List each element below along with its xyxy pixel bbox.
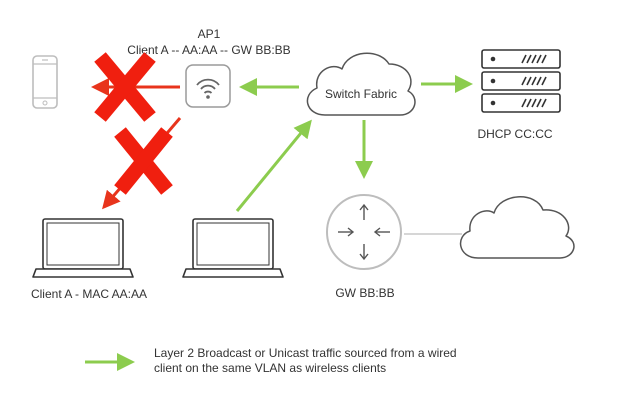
legend-line-2: client on the same VLAN as wireless clie…: [154, 361, 386, 375]
x-mark-icon: [94, 52, 156, 122]
legend-line-1: Layer 2 Broadcast or Unicast traffic sou…: [154, 346, 457, 360]
traffic-arrows: [235, 75, 473, 212]
phone-icon: [32, 55, 58, 109]
wifi-access-point-icon: [185, 64, 231, 108]
client-a-label: Client A - MAC AA:AA: [31, 287, 147, 301]
ap-client-info: Client A -- AA:AA -- GW BB:BB: [127, 43, 290, 57]
gateway-label: GW BB:BB: [335, 286, 394, 300]
dhcp-label: DHCP CC:CC: [477, 127, 552, 141]
x-mark-icon: [114, 127, 173, 195]
switch-fabric-label: Switch Fabric: [325, 87, 397, 101]
server-rack-icon: [481, 49, 561, 113]
ap-name: AP1: [198, 27, 221, 41]
switch-fabric-cloud-icon: [306, 52, 416, 116]
arrow-wired-to-fabric: [235, 119, 312, 212]
laptop-icon: [32, 218, 134, 278]
router-icon: [326, 194, 402, 270]
laptop-icon: [182, 218, 284, 278]
legend: Layer 2 Broadcast or Unicast traffic sou…: [85, 346, 457, 375]
internet-cloud-icon: [459, 196, 575, 259]
